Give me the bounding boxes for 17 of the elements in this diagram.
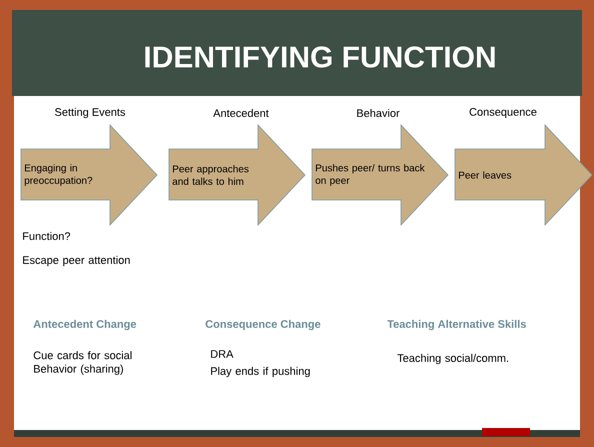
- section-heading: Teaching Alternative Skills: [387, 320, 526, 330]
- section-heading: Antecedent Change: [33, 320, 136, 330]
- column-heading: Consequence: [470, 108, 536, 118]
- arrow-text: Engaging in preoccupation?: [24, 164, 92, 186]
- section-heading: Consequence Change: [206, 320, 320, 330]
- note-text: Teaching social/comm.: [397, 354, 508, 364]
- note-text: Cue cards for social Behavior (sharing): [34, 351, 132, 375]
- note-text: Escape peer attention: [23, 256, 130, 266]
- arrow-text: Peer leaves: [459, 171, 512, 179]
- note-text: Play ends if pushing: [211, 366, 310, 378]
- arrow-text: Peer approaches and talks to him: [172, 165, 249, 185]
- arrow-text: Pushes peer/ turns back on peer: [316, 164, 425, 186]
- column-heading: Behavior: [357, 108, 400, 118]
- column-heading: Antecedent: [213, 108, 269, 118]
- note-text: DRA: [211, 350, 234, 358]
- column-heading: Setting Events: [55, 108, 126, 118]
- title: IDENTIFYING FUNCTION: [145, 46, 495, 68]
